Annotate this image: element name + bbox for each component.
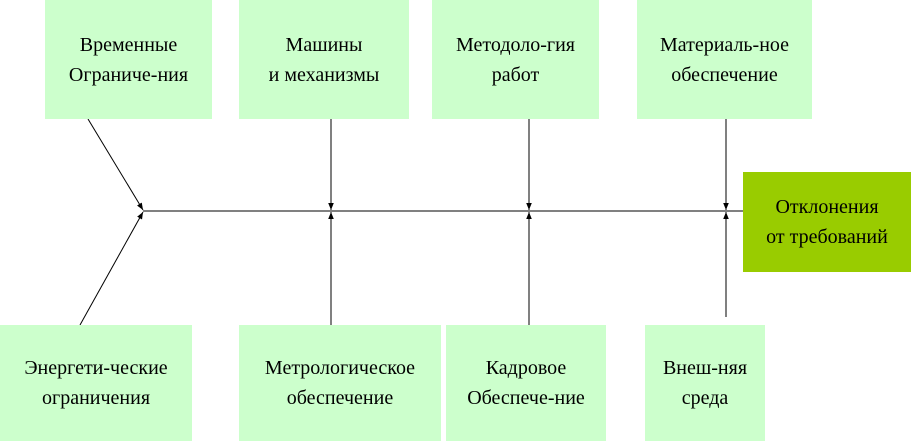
branch-bottom-1 xyxy=(79,211,144,326)
branch-top-1 xyxy=(87,118,144,211)
cause-box-energy-limits: Энергети-ческие ограничения xyxy=(0,325,192,441)
cause-label: Метрологическое обеспечение xyxy=(264,357,416,409)
cause-box-staffing: Кадровое Обеспече-ние xyxy=(446,325,606,441)
cause-box-materials: Материаль-ное обеспечение xyxy=(637,0,812,119)
cause-label: Материаль-ное обеспечение xyxy=(659,33,790,86)
cause-box-time-limits: Временные Ограниче-ния xyxy=(45,0,212,119)
cause-box-metrology: Метрологическое обеспечение xyxy=(239,325,441,441)
cause-box-environment: Внеш-няя среда xyxy=(645,325,765,441)
effect-label: Отклонения от требований xyxy=(766,196,888,248)
cause-label: Методоло-гия работ xyxy=(456,33,575,86)
cause-box-methodology: Методоло-гия работ xyxy=(432,0,599,119)
cause-label: Машины и механизмы xyxy=(268,33,380,86)
cause-box-machines: Машины и механизмы xyxy=(239,0,409,119)
cause-label: Кадровое Обеспече-ние xyxy=(467,357,585,409)
cause-label: Временные Ограниче-ния xyxy=(68,33,189,86)
cause-label: Внеш-няя среда xyxy=(662,357,748,409)
effect-box: Отклонения от требований xyxy=(743,172,911,272)
cause-label: Энергети-ческие ограничения xyxy=(24,357,168,409)
